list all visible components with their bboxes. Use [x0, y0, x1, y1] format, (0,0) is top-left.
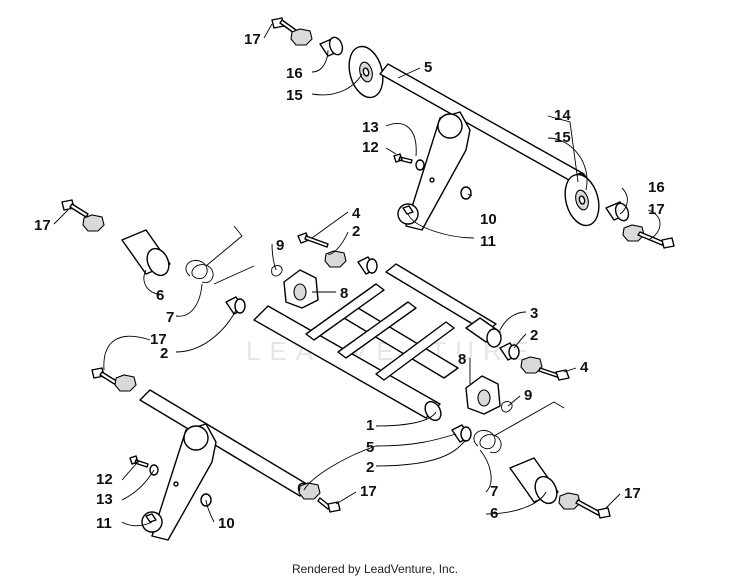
- bushing-6-right: [509, 457, 559, 505]
- bushing-6-left: [121, 229, 171, 277]
- callout-14: 14: [554, 107, 571, 124]
- callout-12-b: 12: [96, 471, 113, 488]
- nut-lower-right: [558, 492, 581, 510]
- callout-6-a: 6: [156, 287, 164, 304]
- bolt-17-left: [61, 199, 89, 218]
- callout-3: 3: [530, 305, 538, 322]
- nut-right: [622, 224, 645, 242]
- callout-15-b: 15: [554, 129, 571, 146]
- callout-15-a: 15: [286, 87, 303, 104]
- callout-17-c: 17: [34, 217, 51, 234]
- callout-numbers: 17 16 15 5 13 12 14 15 16 17 10 11 17 4 …: [34, 31, 665, 532]
- spacer-3: [465, 317, 502, 348]
- strut-1: [305, 283, 385, 341]
- callout-13-a: 13: [362, 119, 379, 136]
- nut-left: [82, 214, 105, 232]
- washer-13-top: [415, 159, 425, 171]
- shaft-5-lower: [139, 389, 311, 497]
- callout-5-b: 5: [366, 439, 374, 456]
- callout-5-a: 5: [424, 59, 432, 76]
- callout-7-b: 7: [490, 483, 498, 500]
- clip-9-right: [501, 401, 513, 413]
- spring-7-right: [459, 401, 565, 454]
- wheel-15-top: [348, 45, 384, 99]
- left-arm-assembly: [61, 199, 378, 315]
- bolt-17-top: [271, 17, 297, 34]
- bolt-4-right: [538, 367, 570, 381]
- callout-10-a: 10: [480, 211, 497, 228]
- crossbar-front: [385, 263, 497, 333]
- bolt-17-lower-mid: [317, 497, 341, 513]
- callout-12-a: 12: [362, 139, 379, 156]
- nut-top: [290, 28, 313, 46]
- block-8-top: [283, 269, 319, 309]
- callout-1: 1: [366, 417, 374, 434]
- spring-7-left: [185, 225, 255, 285]
- callout-11-a: 11: [480, 233, 496, 250]
- main-frame: [91, 263, 611, 541]
- strut-3: [375, 321, 455, 381]
- top-axle-assembly: [271, 17, 675, 249]
- bolt-4-top: [297, 232, 329, 248]
- callout-8-a: 8: [340, 285, 348, 302]
- callout-2-a: 2: [352, 223, 360, 240]
- callout-8-b: 8: [458, 351, 466, 368]
- nut-lower-mid: [298, 482, 321, 500]
- callout-9-a: 9: [276, 237, 284, 254]
- callout-17-e: 17: [360, 483, 377, 500]
- callout-17-b: 17: [648, 201, 665, 218]
- callout-2-b: 2: [160, 345, 168, 362]
- bushing-2-top: [357, 256, 378, 275]
- strut-2: [337, 301, 417, 359]
- callout-13-b: 13: [96, 491, 113, 508]
- callout-10-b: 10: [218, 515, 235, 532]
- callout-6-b: 6: [490, 505, 498, 522]
- footer-credit: Rendered by LeadVenture, Inc.: [291, 562, 459, 576]
- callout-9-b: 9: [524, 387, 532, 404]
- clip-9-top: [271, 265, 283, 277]
- bolt-17-lower-right: [575, 499, 611, 519]
- callout-2-d: 2: [366, 459, 374, 476]
- bushing-2-lower: [451, 424, 472, 443]
- shaft-5-top: [379, 63, 585, 185]
- nut-10-top: [460, 186, 472, 200]
- bolt-17-lower-left: [91, 367, 119, 386]
- spacer-16-top: [319, 36, 344, 57]
- callout-2-c: 2: [530, 327, 538, 344]
- callout-4-a: 4: [352, 205, 361, 222]
- callout-17-a: 17: [244, 31, 261, 48]
- callout-16-a: 16: [286, 65, 303, 82]
- leader-lines: [53, 23, 661, 527]
- callout-17-d: 17: [150, 331, 167, 348]
- arm-11-lower: [141, 423, 217, 541]
- callout-4-b: 4: [580, 359, 589, 376]
- nut-4-top: [324, 250, 347, 268]
- callout-7-a: 7: [166, 309, 174, 326]
- callout-16-b: 16: [648, 179, 665, 196]
- arm-11-top: [397, 111, 471, 231]
- nut-lower-left: [114, 374, 137, 392]
- bushing-2-left: [225, 296, 246, 315]
- bolt-12-lower: [129, 455, 149, 468]
- callout-11-b: 11: [96, 515, 112, 532]
- bolt-12-top: [393, 153, 413, 164]
- wheel-15-right: [564, 173, 600, 227]
- callout-17-f: 17: [624, 485, 641, 502]
- bushing-2-right-top: [499, 342, 520, 361]
- block-8-right: [465, 375, 501, 415]
- tube-1: [253, 305, 441, 419]
